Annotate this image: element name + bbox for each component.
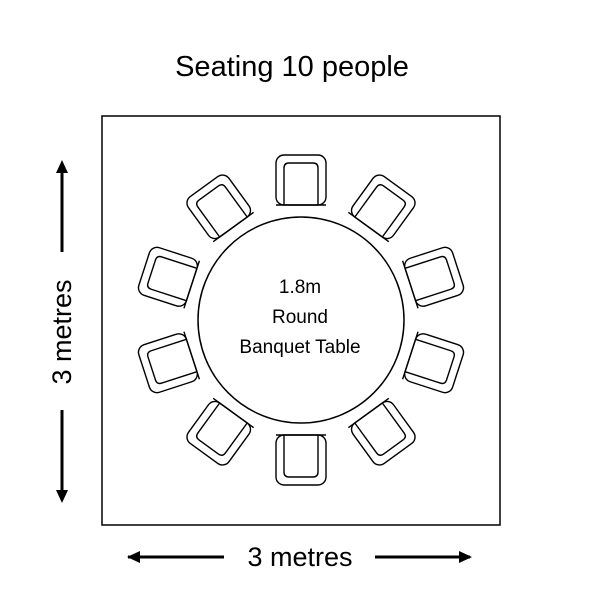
- room-outline: [101, 115, 501, 526]
- chairs-group: [137, 154, 465, 486]
- chair-3: [401, 246, 465, 309]
- chair-5: [347, 397, 416, 466]
- diagram-title: Seating 10 people: [175, 51, 409, 83]
- table-shape-label: Round: [272, 307, 328, 328]
- chair-2: [347, 174, 416, 243]
- chair-7: [186, 397, 255, 466]
- table-type-label: Banquet Table: [239, 337, 360, 358]
- round-table: [197, 216, 405, 424]
- width-label: 3 metres: [247, 542, 352, 572]
- depth-label: 3 metres: [47, 279, 77, 384]
- chair-4: [401, 331, 465, 394]
- chair-1: [275, 154, 327, 206]
- depth-dimension: 3 metres: [47, 160, 77, 503]
- table-size-label: 1.8m: [279, 277, 321, 298]
- width-dimension: 3 metres: [127, 542, 472, 572]
- chair-9: [137, 246, 201, 309]
- chair-10: [186, 174, 255, 243]
- chair-6: [275, 434, 327, 486]
- chair-8: [137, 331, 201, 394]
